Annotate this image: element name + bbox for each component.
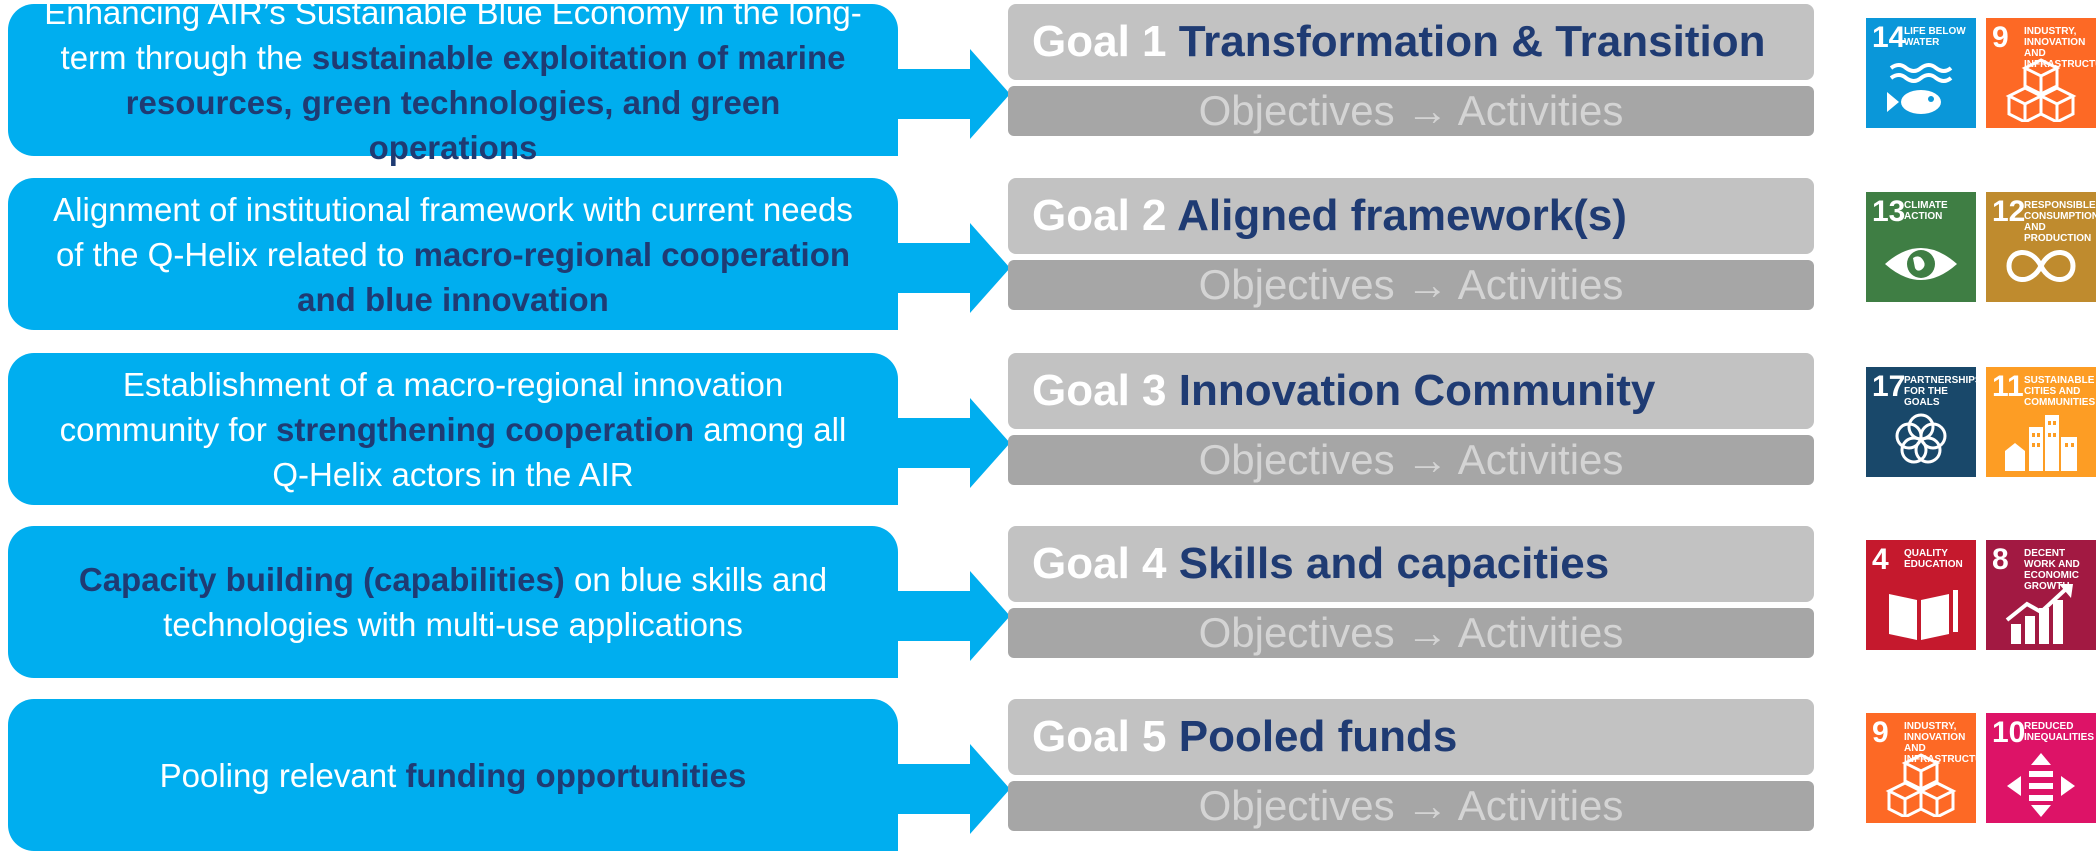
objectives-bar: Objectives → Activities	[1008, 86, 1814, 136]
equality-arrows-icon	[2007, 753, 2075, 817]
description-box: Capacity building (capabilities) on blue…	[8, 526, 898, 678]
goal-row-5: Pooling relevant funding opportunities G…	[0, 699, 2098, 859]
right-arrow-icon	[892, 49, 1010, 139]
growth-chart-icon	[2005, 584, 2073, 644]
sdg-10-tile: 10 Reduced inequalities	[1986, 713, 2096, 823]
goal-title-box: Goal 2 Aligned framework(s)	[1008, 178, 1814, 254]
sdg-14-tile: 14 Life below water	[1866, 18, 1976, 128]
highlight-text: sustainable exploitation of marine resou…	[125, 39, 846, 166]
goal-row-2: Alignment of institutional framework wit…	[0, 178, 2098, 338]
goal-row-1: Enhancing AIR’s Sustainable Blue Economy…	[0, 0, 2098, 166]
right-arrow-icon	[892, 223, 1010, 313]
fish-icon	[1887, 63, 1953, 114]
cubes-icon	[1885, 753, 1957, 817]
cubes-icon	[2005, 58, 2077, 122]
objectives-bar: Objectives → Activities	[1008, 435, 1814, 485]
highlight-text: strengthening cooperation	[276, 410, 695, 448]
sdg-13-tile: 13 Climate action	[1866, 192, 1976, 302]
sdg-17-tile: 17 Partnerships for the goals	[1866, 367, 1982, 477]
description-box: Alignment of institutional framework wit…	[8, 178, 898, 330]
infinity-icon	[2006, 250, 2076, 282]
description-box: Establishment of a macro-regional innova…	[8, 353, 898, 505]
eye-globe-icon	[1885, 248, 1957, 280]
goal-title-box: Goal 3 Innovation Community	[1008, 353, 1814, 429]
book-icon	[1889, 590, 1958, 640]
sdg-8-tile: 8 Decent work and economic growth	[1986, 540, 2096, 650]
sdg-12-tile: 12 Responsible consumption and productio…	[1986, 192, 2098, 302]
goal-row-3: Establishment of a macro-regional innova…	[0, 353, 2098, 513]
sdg-4-tile: 4 Quality education	[1866, 540, 1976, 650]
highlight-text: macro-regional cooperation and blue inno…	[297, 235, 851, 318]
sdg-9-tile: 9 Industry, innovation and infrastructur…	[1866, 713, 1996, 823]
goal-row-4: Capacity building (capabilities) on blue…	[0, 526, 2098, 686]
description-box: Pooling relevant funding opportunities	[8, 699, 898, 851]
right-arrow-icon	[892, 571, 1010, 661]
goal-title-box: Goal 5 Pooled funds	[1008, 699, 1814, 775]
objectives-bar: Objectives → Activities	[1008, 781, 1814, 831]
goal-title-box: Goal 1 Transformation & Transition	[1008, 4, 1814, 80]
rings-icon	[1895, 413, 1947, 464]
objectives-bar: Objectives → Activities	[1008, 608, 1814, 658]
highlight-text: Capacity building (capabilities)	[78, 561, 565, 598]
sdg-9-tile: 9 Industry, innovation and infrastructur…	[1986, 18, 2098, 128]
goal-title-box: Goal 4 Skills and capacities	[1008, 526, 1814, 602]
right-arrow-icon	[892, 744, 1010, 834]
sdg-11-tile: 11 Sustainable cities and communities	[1986, 367, 2096, 477]
objectives-bar: Objectives → Activities	[1008, 260, 1814, 310]
city-icon	[2005, 415, 2077, 471]
highlight-text: funding opportunities	[405, 756, 747, 794]
right-arrow-icon	[892, 398, 1010, 488]
description-box: Enhancing AIR’s Sustainable Blue Economy…	[8, 0, 898, 166]
